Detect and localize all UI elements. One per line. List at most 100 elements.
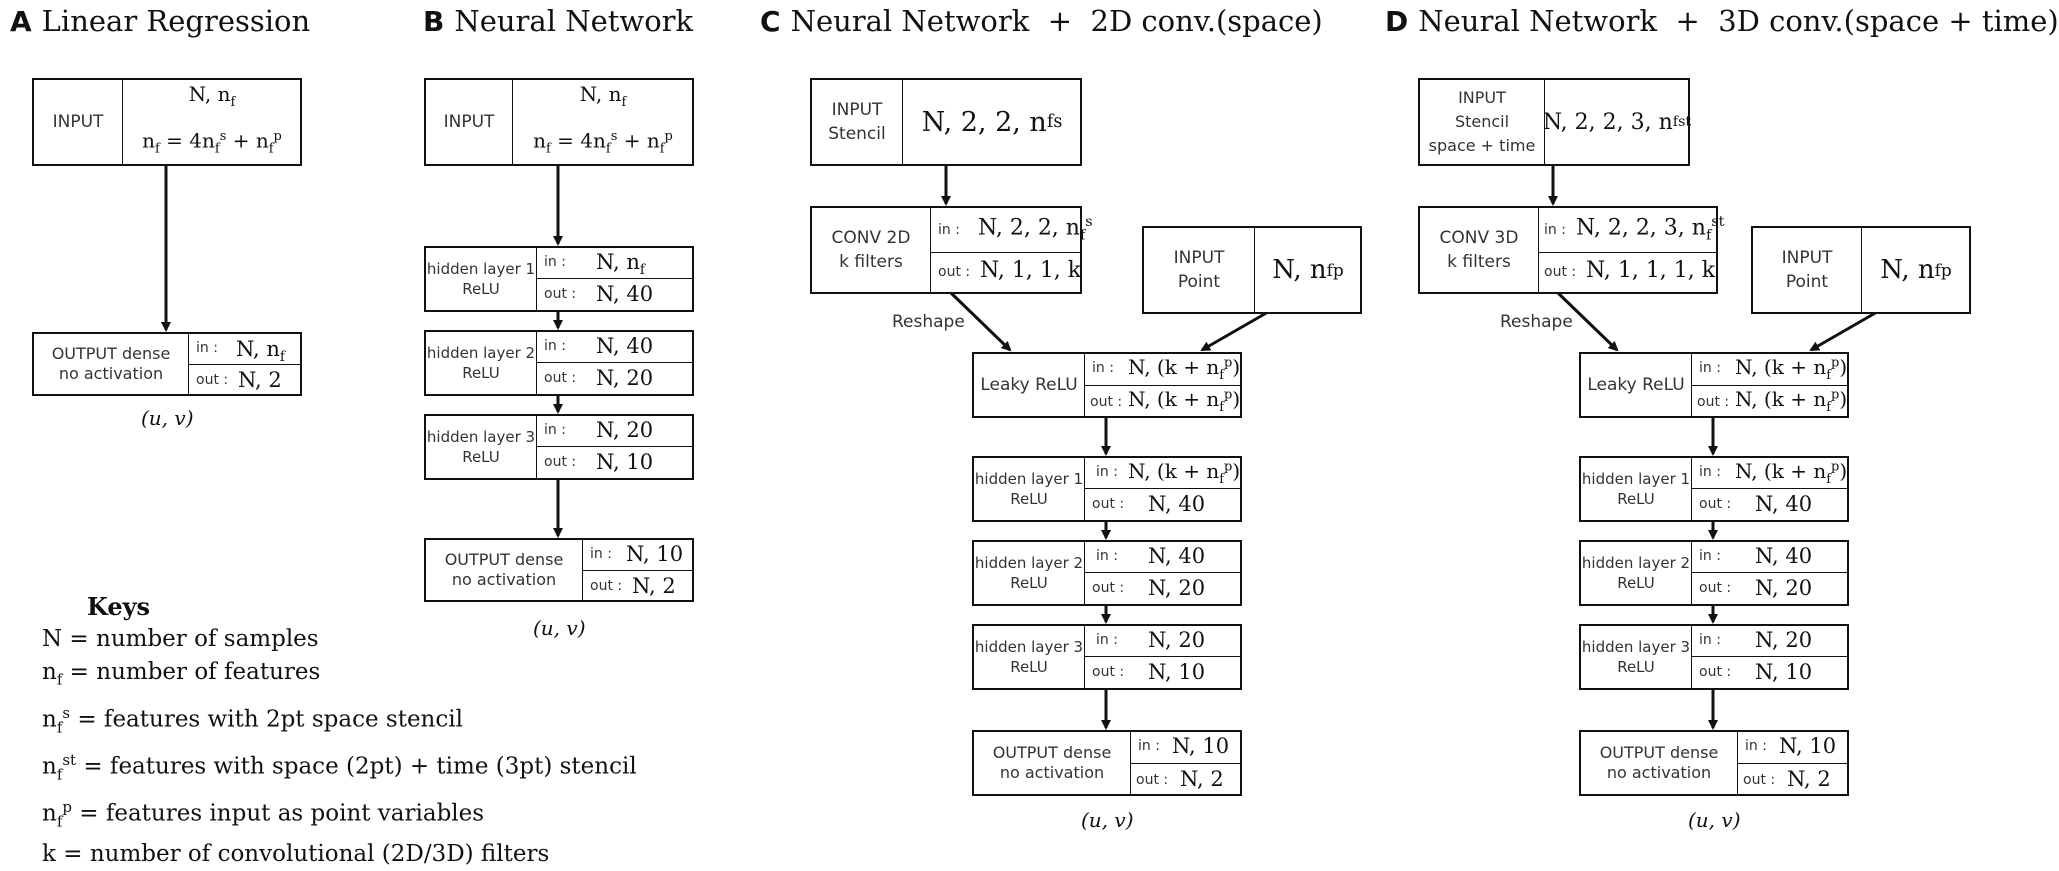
d-output-out: out :	[1743, 772, 1776, 788]
c-hidden3-out: out :	[1092, 664, 1125, 680]
d-hidden2-out-value: N, 20	[1755, 576, 1813, 600]
c-output-in: in :	[1138, 738, 1160, 754]
c-hidden3-in-value: N, 20	[1148, 628, 1206, 652]
c-conv2d-in: in :	[938, 222, 960, 238]
arrow-c-point-leaky	[1200, 310, 1269, 352]
key-nfst: nfst = features with space (2pt) + time …	[42, 750, 637, 784]
c-leaky-in: in :	[1092, 360, 1114, 376]
a-output-box: OUTPUT dense no activation in : N, nf ou…	[32, 332, 302, 396]
connector-arrows	[161, 164, 1878, 730]
b-hidden1-out: out :	[544, 286, 577, 302]
b-hidden2-in: in :	[544, 338, 566, 354]
b-output-uv: (u, v)	[533, 616, 586, 640]
d-output-uv: (u, v)	[1688, 808, 1741, 832]
a-output-out: out :	[196, 372, 229, 388]
b-hidden1-out-value: N, 40	[596, 282, 654, 306]
c-hidden3-in: in :	[1096, 632, 1118, 648]
keys-legend: Keys N = number of samples nf = number o…	[42, 590, 637, 871]
a-output-out-value: N, 2	[238, 368, 282, 392]
b-input-value: N, nf nf = 4nfs + nfp	[533, 82, 673, 157]
d-conv3d-in: in :	[1544, 222, 1566, 238]
c-hidden2-out-value: N, 20	[1148, 576, 1206, 600]
d-leaky-box: Leaky ReLU in : N, (k + nfp) out : N, (k…	[1579, 352, 1849, 418]
d-hidden1-out-value: N, 40	[1755, 492, 1813, 516]
arrow-d-point-leaky	[1809, 310, 1878, 352]
b-input-label: INPUT	[443, 112, 495, 132]
b-hidden2-out-value: N, 20	[596, 366, 654, 390]
c-hidden1-in: in :	[1096, 464, 1118, 480]
c-output-in-value: N, 10	[1172, 734, 1230, 758]
c-conv2d-in-value: N, 2, 2, nfs	[978, 214, 1093, 244]
panel-d-letter: D	[1385, 5, 1409, 38]
panel-b-title: Neural Network	[454, 4, 694, 38]
d-conv3d-out: out :	[1544, 264, 1577, 280]
panel-a-letter: A	[10, 5, 32, 38]
c-hidden1-out-value: N, 40	[1148, 492, 1206, 516]
d-output-in-value: N, 10	[1779, 734, 1837, 758]
a-input-label: INPUT	[52, 112, 104, 132]
panel-b-letter: B	[423, 5, 445, 38]
a-output-in: in :	[196, 340, 218, 356]
c-conv2d-out-value: N, 1, 1, k	[980, 258, 1082, 283]
d-conv3d-out-value: N, 1, 1, 1, k	[1586, 258, 1716, 283]
b-hidden3-out-value: N, 10	[596, 450, 654, 474]
c-leaky-out: out :	[1090, 394, 1123, 410]
b-input-box: INPUT N, nf nf = 4nfs + nfp	[424, 78, 694, 166]
keys-title: Keys	[87, 592, 151, 621]
b-output-out: out :	[590, 578, 623, 594]
d-hidden1-in: in :	[1699, 464, 1721, 480]
b-output-in: in :	[590, 546, 612, 562]
c-hidden1-in-value: N, (k + nfp)	[1128, 459, 1241, 487]
d-hidden1-in-value: N, (k + nfp)	[1735, 459, 1848, 487]
key-nfs: nfs = features with 2pt space stencil	[42, 703, 463, 736]
a-input-value: N, nf nf = 4nfs + nfp	[142, 82, 282, 157]
panel-b-heading: B Neural Network	[423, 4, 693, 38]
a-output-label-2: no activation	[58, 364, 164, 383]
d-leaky-out-value: N, (k + nfp)	[1735, 387, 1848, 415]
b-hidden2-out: out :	[544, 370, 577, 386]
d-hidden1-out: out :	[1699, 496, 1732, 512]
b-output-in-value: N, 10	[626, 542, 684, 566]
c-leaky-box: Leaky ReLU in : N, (k + nfp) out : N, (k…	[972, 352, 1242, 418]
c-conv2d-out: out :	[938, 264, 971, 280]
c-hidden3-out-value: N, 10	[1148, 660, 1206, 684]
panel-c-letter: C	[760, 5, 781, 38]
key-k: k = number of convolutional (2D/3D) filt…	[42, 841, 550, 868]
d-conv3d-in-value: N, 2, 2, 3, nfst	[1576, 214, 1725, 244]
c-reshape-label: Reshape	[892, 312, 965, 332]
d-hidden2-out: out :	[1699, 580, 1732, 596]
